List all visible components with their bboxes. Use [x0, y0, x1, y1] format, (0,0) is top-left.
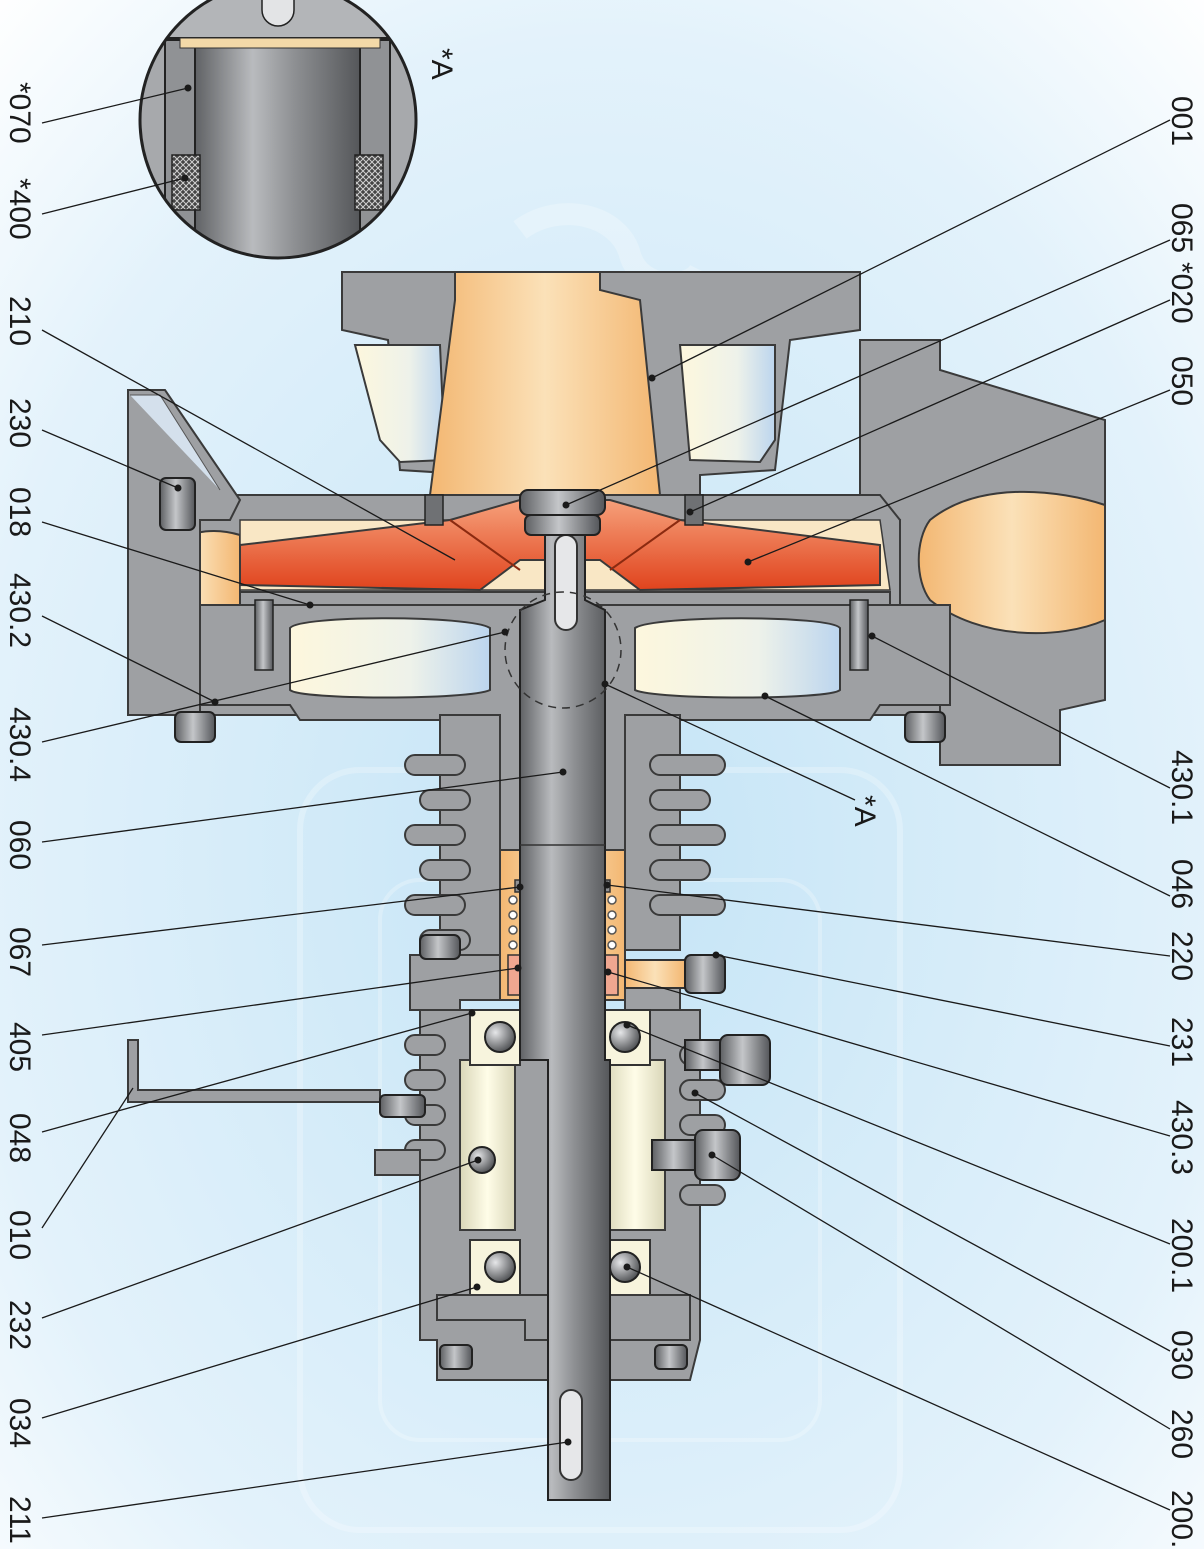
casing-cavity-left [353, 344, 447, 464]
discharge-channel [917, 490, 1106, 635]
quench-plug [684, 954, 726, 994]
label-010: 010 [3, 1210, 36, 1260]
support-foot [374, 1149, 421, 1176]
label-200-1: 200.1 [1165, 1218, 1198, 1293]
seal-spring [508, 895, 617, 950]
impeller-nut [519, 489, 606, 536]
detail-mark-lower: *A [848, 795, 881, 827]
quench-pipe [624, 959, 686, 989]
label-070: *070 [3, 82, 36, 144]
oil-fill-plug [694, 1129, 741, 1181]
label-030: 030 [1165, 1330, 1198, 1380]
label-430-2: 430.2 [3, 573, 36, 648]
casing-bolts [159, 477, 946, 743]
impeller-vanes [449, 519, 681, 571]
cooling-fins-left [404, 714, 501, 991]
label-231: 231 [1165, 1017, 1198, 1067]
oil-drain-ball [468, 1146, 496, 1174]
label-060: 060 [3, 820, 36, 870]
label-430-1: 430.1 [1165, 750, 1198, 825]
label-200-2: 200.2 [1165, 1490, 1198, 1549]
wear-ring-left [424, 494, 444, 526]
label-048: 048 [3, 1113, 36, 1163]
label-230: 230 [3, 398, 36, 448]
label-232: 232 [3, 1300, 36, 1350]
label-001: 001 [1165, 96, 1198, 146]
left-labels: *070 *400 210 230 018 430.2 430.4 060 06… [3, 82, 36, 1544]
pump-assembly [127, 271, 1106, 1501]
label-210: 210 [3, 296, 36, 346]
detail-ref-circle [504, 591, 622, 709]
label-067: 067 [3, 927, 36, 977]
label-430-4: 430.4 [3, 707, 36, 782]
right-labels: 001 065 *020 050 430.1 046 220 231 430.3… [1165, 96, 1198, 1549]
cover-bolt-left [439, 1344, 473, 1370]
bracket-cavity-left [289, 617, 491, 699]
label-220: 220 [1165, 931, 1198, 981]
vent-plug [719, 1034, 771, 1086]
bearing-200-1 [469, 1009, 651, 1066]
label-020: *020 [1165, 262, 1198, 324]
label-430-3: 430.3 [1165, 1100, 1198, 1175]
seal-plate [409, 954, 501, 1011]
label-260: 260 [1165, 1409, 1198, 1459]
oil-chamber-left [459, 1059, 516, 1231]
label-405: 405 [3, 1022, 36, 1072]
clamp-flange [127, 389, 242, 716]
label-046: 046 [1165, 859, 1198, 909]
impeller-key [554, 534, 578, 631]
support-bracket [127, 1039, 381, 1103]
label-400: *400 [3, 178, 36, 240]
coupling-key [559, 1389, 583, 1481]
label-065: 065 [1165, 203, 1198, 253]
casing-cavity-right [678, 344, 776, 464]
inlet-channel [428, 271, 662, 496]
label-034: 034 [3, 1398, 36, 1448]
cooling-fins-right [624, 714, 726, 951]
cover-bolt-right [654, 1344, 688, 1370]
label-018: 018 [3, 487, 36, 537]
foot-bolt [379, 1094, 426, 1118]
label-050: 050 [1165, 356, 1198, 406]
label-211: 211 [3, 1496, 36, 1544]
leader-lines [41, 84, 1171, 1519]
oil-fill-stub [651, 1139, 701, 1171]
plug-bolt [419, 934, 461, 960]
bracket-cavity-right [634, 617, 841, 699]
detail-mark-top: *A [425, 48, 458, 80]
